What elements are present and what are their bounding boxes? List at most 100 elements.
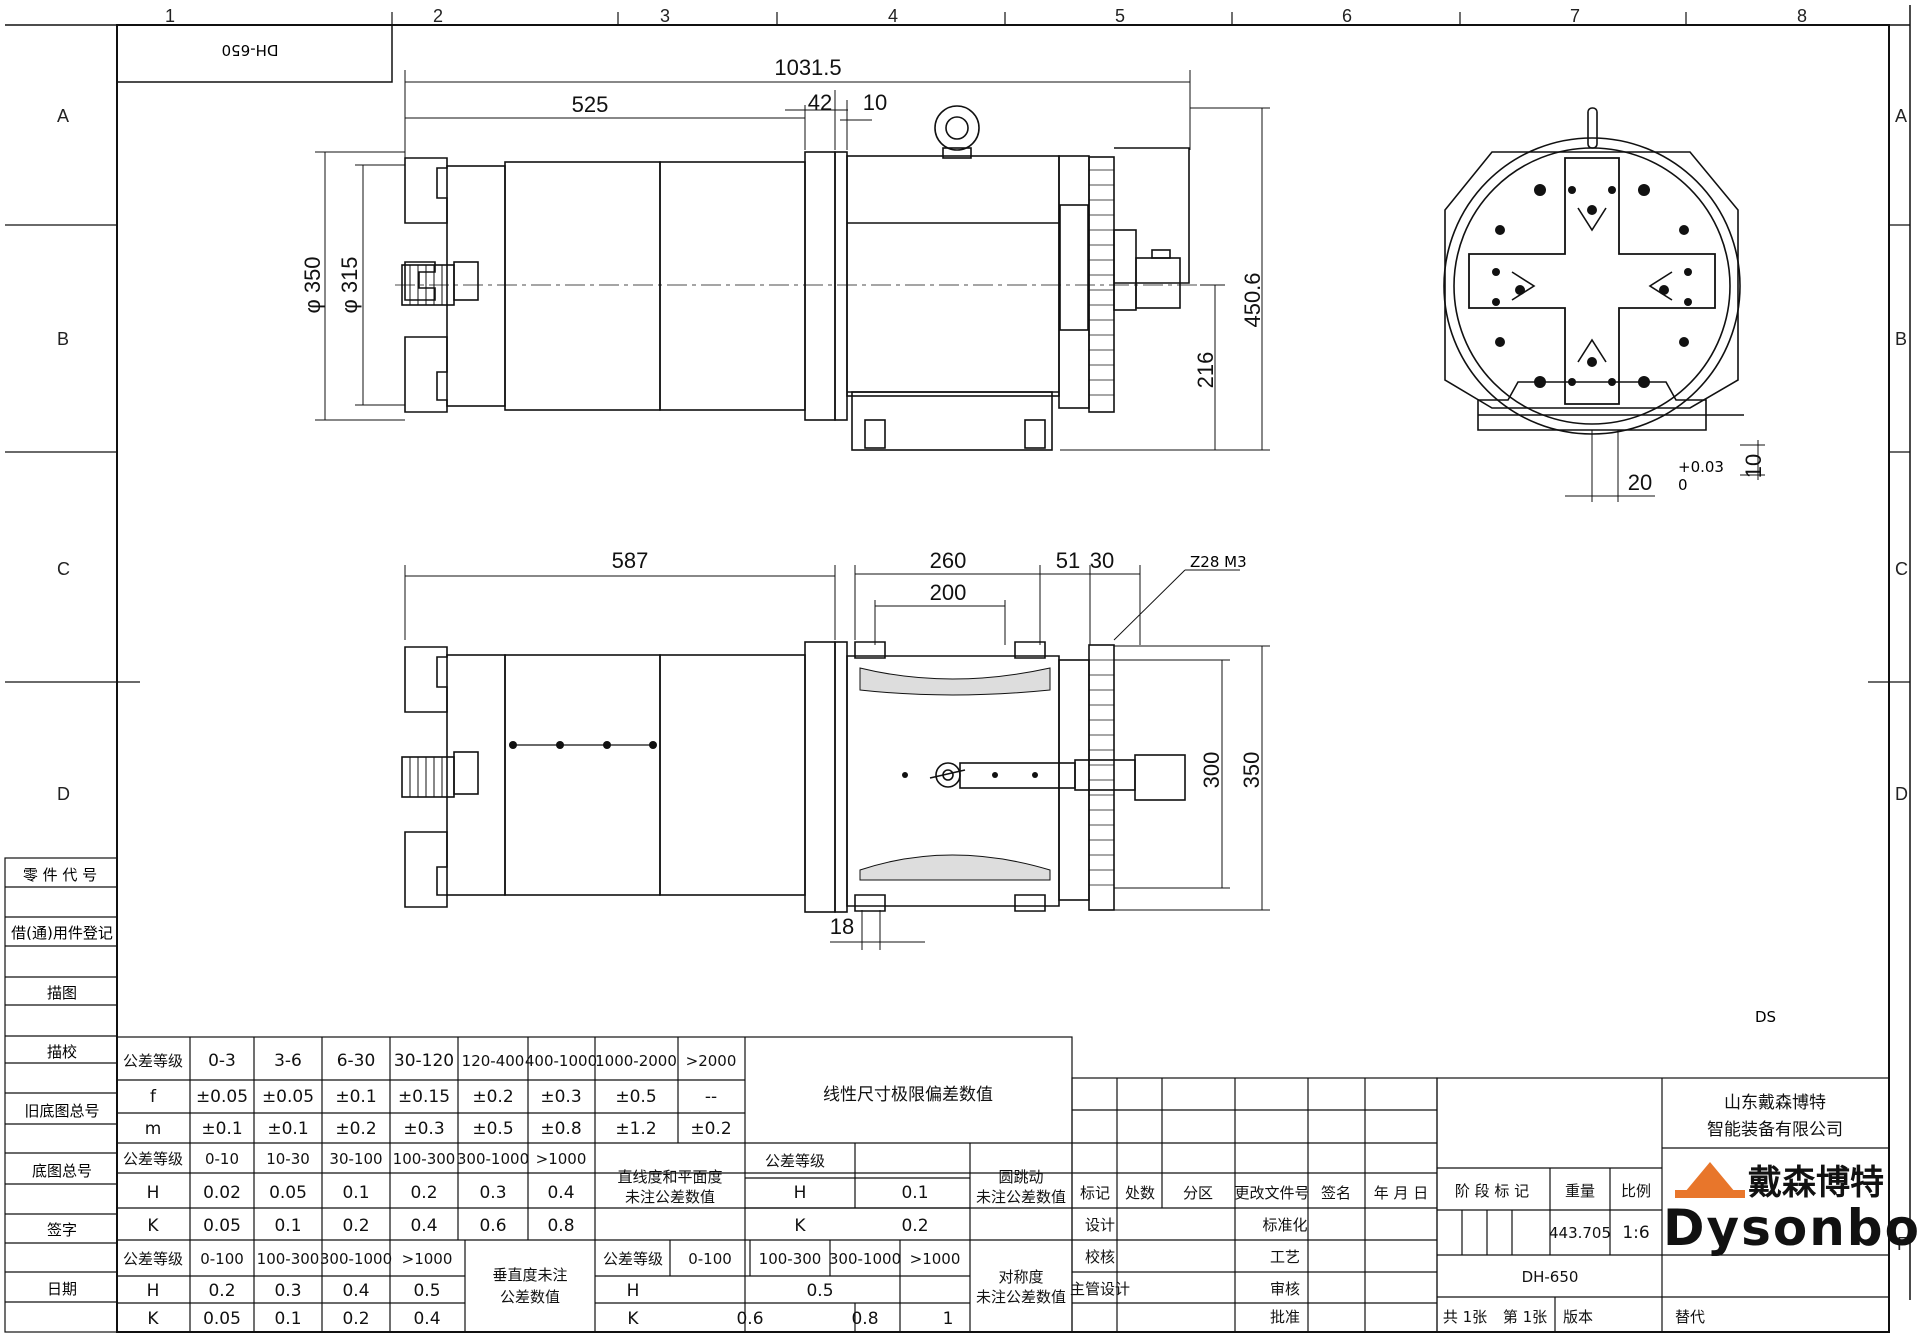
flat-head: 公差等级 bbox=[765, 1152, 825, 1170]
tol2-c2: 10-30 bbox=[266, 1150, 310, 1168]
role-review: 审核 bbox=[1270, 1280, 1300, 1298]
linear-title: 线性尺寸极限偏差数值 bbox=[823, 1085, 993, 1105]
zone-col-1: 1 bbox=[165, 6, 175, 26]
tol2-c4: 100-300 bbox=[393, 1150, 456, 1168]
stage-label: 阶 段 标 记 bbox=[1455, 1182, 1529, 1200]
sym-title-1: 对称度 bbox=[998, 1268, 1043, 1286]
tol-m-3: ±0.2 bbox=[335, 1119, 376, 1139]
tol3-head: 公差等级 bbox=[123, 1250, 183, 1268]
tol-K3-0: K bbox=[147, 1309, 159, 1329]
sym-K-2: 0.8 bbox=[851, 1309, 878, 1329]
dim-dia-350: φ 350 bbox=[300, 256, 325, 313]
dim-300: 300 bbox=[1199, 752, 1224, 789]
tol-m-4: ±0.3 bbox=[403, 1119, 444, 1139]
tol-H3-3: 0.4 bbox=[342, 1281, 369, 1301]
dim-525: 525 bbox=[572, 92, 609, 117]
dim-51: 51 bbox=[1056, 548, 1080, 573]
strip-trace: 描图 bbox=[47, 984, 77, 1002]
runout-title-2: 未注公差数值 bbox=[976, 1188, 1066, 1206]
end-view bbox=[1443, 107, 1765, 502]
company-logo: 戴森博特 Dysonbot bbox=[1663, 1162, 1920, 1257]
tol-f-5: ±0.2 bbox=[472, 1087, 513, 1107]
sym-K-3: 1 bbox=[943, 1309, 954, 1329]
rev-h-mark: 标记 bbox=[1080, 1184, 1110, 1202]
tol-f-1: ±0.05 bbox=[196, 1087, 248, 1107]
sym-c1: 0-100 bbox=[688, 1250, 732, 1268]
tol-H3-0: H bbox=[147, 1281, 160, 1301]
sym-H-label: H bbox=[627, 1281, 640, 1301]
tol-m-8: ±0.2 bbox=[690, 1119, 731, 1139]
drawing-number: DH-650 bbox=[1522, 1268, 1579, 1286]
flat-H-value: 0.1 bbox=[901, 1183, 928, 1203]
tol1-head: 公差等级 bbox=[123, 1052, 183, 1070]
tol3-c4: >1000 bbox=[402, 1250, 453, 1268]
role-approve: 批准 bbox=[1270, 1308, 1300, 1326]
logo-roof-icon bbox=[1680, 1162, 1740, 1198]
flat-title-2: 未注公差数值 bbox=[625, 1188, 715, 1206]
tol2-c5: 300-1000 bbox=[457, 1150, 529, 1168]
tol-H1-0: H bbox=[147, 1183, 160, 1203]
dim-450: 450.6 bbox=[1240, 272, 1265, 327]
role-design: 设计 bbox=[1085, 1216, 1115, 1234]
zone-col-5: 5 bbox=[1115, 6, 1125, 26]
dim-200: 200 bbox=[930, 580, 967, 605]
tol-m-7: ±1.2 bbox=[615, 1119, 656, 1139]
tol-m-0: m bbox=[145, 1119, 162, 1139]
tol-H3-2: 0.3 bbox=[274, 1281, 301, 1301]
zone-row-D: D bbox=[57, 784, 70, 804]
rev-h-zone: 分区 bbox=[1183, 1184, 1213, 1202]
strip-part-code: 零 件 代 号 bbox=[23, 866, 97, 884]
sheets-total: 共 1张 bbox=[1443, 1308, 1487, 1326]
tol-f-7: ±0.5 bbox=[615, 1087, 656, 1107]
tol-K1-0: K bbox=[147, 1216, 159, 1236]
flat-K-value: 0.2 bbox=[901, 1216, 928, 1236]
dim-tol-plus: +0.03 bbox=[1678, 458, 1724, 476]
tol-f-3: ±0.1 bbox=[335, 1087, 376, 1107]
strip-old-base-no: 旧底图总号 bbox=[24, 1102, 99, 1120]
dim-30: 30 bbox=[1090, 548, 1114, 573]
zone-row-A: A bbox=[57, 106, 69, 126]
top-side-view bbox=[395, 105, 1200, 451]
sym-K-1: 0.6 bbox=[736, 1309, 763, 1329]
zone-row-C: C bbox=[57, 559, 70, 579]
tol-m-1: ±0.1 bbox=[201, 1119, 242, 1139]
tol1-c4: 30-120 bbox=[394, 1051, 454, 1071]
tol-K1-4: 0.4 bbox=[410, 1216, 437, 1236]
rev-h-date: 年 月 日 bbox=[1374, 1184, 1429, 1202]
perp-title-2: 公差数值 bbox=[500, 1288, 560, 1306]
tol2-c1: 0-10 bbox=[205, 1150, 239, 1168]
company-line-1: 山东戴森博特 bbox=[1724, 1093, 1826, 1113]
tol3-c3: 300-1000 bbox=[320, 1250, 392, 1268]
flat-K-label: K bbox=[794, 1216, 806, 1236]
role-standard: 标准化 bbox=[1262, 1216, 1307, 1234]
rev-h-docno: 更改文件号 bbox=[1234, 1184, 1309, 1202]
tol1-c7: 1000-2000 bbox=[595, 1052, 677, 1070]
logo-chinese: 戴森博特 bbox=[1748, 1163, 1884, 1203]
dim-10-right: 10 bbox=[1741, 454, 1766, 478]
tol1-c5: 120-400 bbox=[462, 1052, 525, 1070]
role-process: 工艺 bbox=[1270, 1248, 1300, 1266]
dim-10: 10 bbox=[863, 90, 887, 115]
zone-col-2: 2 bbox=[433, 6, 443, 26]
tol2-c6: >1000 bbox=[536, 1150, 587, 1168]
tol-H1-6: 0.4 bbox=[547, 1183, 574, 1203]
replace-label: 替代 bbox=[1675, 1308, 1705, 1326]
weight-label: 重量 bbox=[1565, 1182, 1595, 1200]
left-register-strip: 零 件 代 号 借(通)用件登记 描图 描校 旧底图总号 底图总号 签字 日期 bbox=[4, 857, 118, 1333]
strip-base-no: 底图总号 bbox=[32, 1162, 92, 1180]
dim-18: 18 bbox=[830, 914, 854, 939]
sym-H-value: 0.5 bbox=[806, 1281, 833, 1301]
section-view bbox=[401, 641, 1186, 913]
tol-f-4: ±0.15 bbox=[398, 1087, 450, 1107]
strip-trace-check: 描校 bbox=[47, 1043, 77, 1061]
dim-260: 260 bbox=[930, 548, 967, 573]
zone-col-4: 4 bbox=[888, 6, 898, 26]
zone-row-D-right: D bbox=[1895, 784, 1908, 804]
zone-columns: 1 2 3 4 5 6 7 8 bbox=[165, 6, 1807, 26]
zone-row-C-right: C bbox=[1895, 559, 1908, 579]
top-code-text: DH-650 bbox=[222, 41, 279, 59]
tol-f-2: ±0.05 bbox=[262, 1087, 314, 1107]
strip-signature: 签字 bbox=[47, 1221, 77, 1239]
zone-col-3: 3 bbox=[660, 6, 670, 26]
tol-f-0: f bbox=[150, 1087, 157, 1107]
